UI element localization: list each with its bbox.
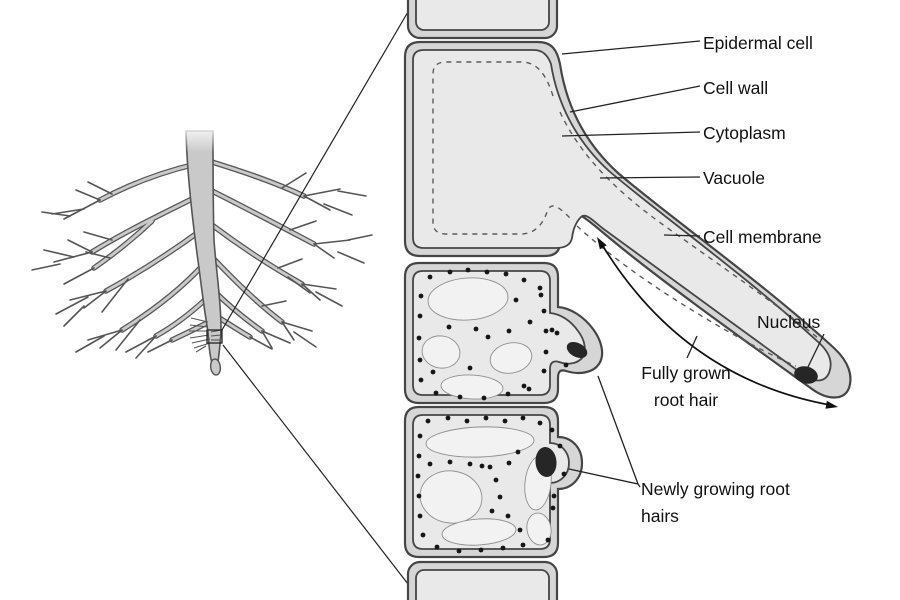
top-partial-cell [406,0,559,40]
cell-membrane-shape [412,49,832,382]
growth-arrow [597,237,838,409]
magnifier-line-bottom [222,344,409,585]
epidermal-cell-shape [403,40,852,399]
leader-epidermal-cell [561,40,701,55]
leader-newly-growing-1 [597,375,641,488]
label-vacuole: Vacuole [703,168,765,188]
label-nucleus: Nucleus [757,312,821,332]
magnifier-line-top [221,4,413,331]
leader-fully-grown [686,335,698,359]
arrowhead-up [597,237,607,250]
magnifier-box [206,329,223,344]
root-hair-nucleus [794,366,818,384]
vacuole-boundary [432,61,571,235]
root-illustration [31,4,413,585]
vacuole-dash-upper [559,111,819,339]
label-epidermal-cell: Epidermal cell [703,33,813,53]
leader-nucleus [806,333,825,370]
bottom-partial-cell [406,560,559,600]
young-cell-1 [403,261,604,405]
leader-cell-membrane [663,234,701,237]
label-cytoplasm: Cytoplasm [703,123,786,143]
leader-cytoplasm [561,131,701,137]
cell-column [403,0,852,600]
leader-lines [561,40,825,488]
root-tip [209,358,222,376]
vacuole-dash-lower [576,225,797,367]
label-cell-membrane: Cell membrane [703,227,822,247]
root-hairs-fuzz [189,317,222,353]
leader-newly-growing-2 [568,468,639,485]
label-newly-growing-root-hairs: Newly growing root hairs [641,479,790,526]
root-fade [182,124,220,152]
young-cell-2 [403,405,584,559]
label-fully-grown-root-hair: Fully grown root hair [641,363,731,410]
young-hair-nucleus-1 [566,341,588,359]
leader-vacuole [599,176,701,179]
leader-cell-wall [569,85,701,113]
arrowhead-down [825,400,838,409]
young-hair-nucleus-2 [535,447,557,477]
label-cell-wall: Cell wall [703,78,769,98]
